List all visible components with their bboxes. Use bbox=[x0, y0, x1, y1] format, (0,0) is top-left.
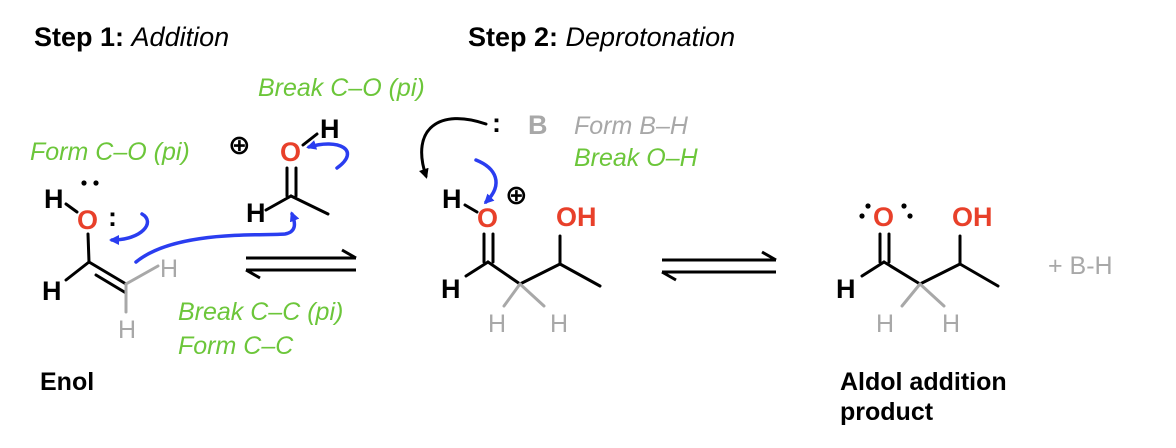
caption-product-line2: product bbox=[840, 398, 934, 426]
aldehyde-h-1: H bbox=[246, 198, 266, 228]
annotation-break-co-pi: Break C–O (pi) bbox=[258, 74, 425, 102]
product-alpha-h1: H bbox=[876, 310, 894, 338]
annotation-form-cc: Form C–C bbox=[178, 332, 294, 360]
caption-enol: Enol bbox=[40, 368, 94, 396]
enol-lone-pair: : bbox=[108, 202, 117, 232]
product-hydroxyl: OH bbox=[952, 202, 993, 232]
alpha-h-2b: H bbox=[550, 310, 568, 338]
byproduct-bh: + B-H bbox=[1048, 252, 1113, 280]
protonated-aldehyde: ⊕ O H H bbox=[228, 114, 340, 228]
enol-alpha-h: H bbox=[42, 276, 62, 306]
enol-oxygen: O bbox=[77, 205, 98, 235]
product-alpha-h2: H bbox=[942, 310, 960, 338]
base-lone-pair: : bbox=[492, 108, 501, 138]
aldehyde-h-2: H bbox=[441, 274, 461, 304]
product-aldehyde-h: H bbox=[836, 274, 856, 304]
enol-terminal-h2: H bbox=[118, 316, 136, 344]
equilibrium-arrow-1 bbox=[245, 248, 357, 280]
annotation-break-oh: Break O–H bbox=[574, 144, 699, 172]
oxonium-h-1: H bbox=[320, 114, 340, 144]
arrow-base-attack bbox=[419, 117, 488, 179]
base-b: B bbox=[528, 110, 548, 140]
step1-header: Step 1: Addition bbox=[34, 22, 229, 52]
arrow-oh-break bbox=[474, 158, 498, 205]
caption-product-line1: Aldol addition bbox=[840, 368, 1007, 396]
enol-molecule: H O : H H H bbox=[42, 180, 178, 344]
aldol-product: O H OH H H bbox=[836, 202, 1000, 338]
arrow-lonepair-to-co bbox=[109, 212, 150, 245]
arrow-cc-pi-attack bbox=[134, 211, 300, 264]
oxonium-plus-2: ⊕ bbox=[505, 180, 528, 210]
alpha-h-2a: H bbox=[488, 310, 506, 338]
hydroxyl-2: OH bbox=[556, 202, 597, 232]
equilibrium-arrow-2 bbox=[661, 250, 777, 282]
oxonium-h-2: H bbox=[442, 184, 462, 214]
product-carbonyl-oxygen: O bbox=[873, 202, 894, 232]
enol-terminal-h1: H bbox=[160, 255, 178, 283]
enol-hydroxyl-h: H bbox=[44, 184, 64, 214]
oxonium-oxygen-2: O bbox=[477, 203, 498, 233]
oxonium-oxygen-1: O bbox=[280, 137, 301, 167]
step2-header: Step 2: Deprotonation bbox=[468, 22, 735, 52]
annotation-break-cc-pi: Break C–C (pi) bbox=[178, 298, 343, 326]
protonated-aldol: : B H O ⊕ H OH H H bbox=[441, 108, 602, 338]
annotation-form-bh: Form B–H bbox=[574, 112, 689, 140]
oxonium-plus-1: ⊕ bbox=[228, 130, 251, 160]
arrow-pi-to-oxygen bbox=[306, 140, 350, 170]
annotation-form-co-pi: Form C–O (pi) bbox=[30, 138, 190, 166]
